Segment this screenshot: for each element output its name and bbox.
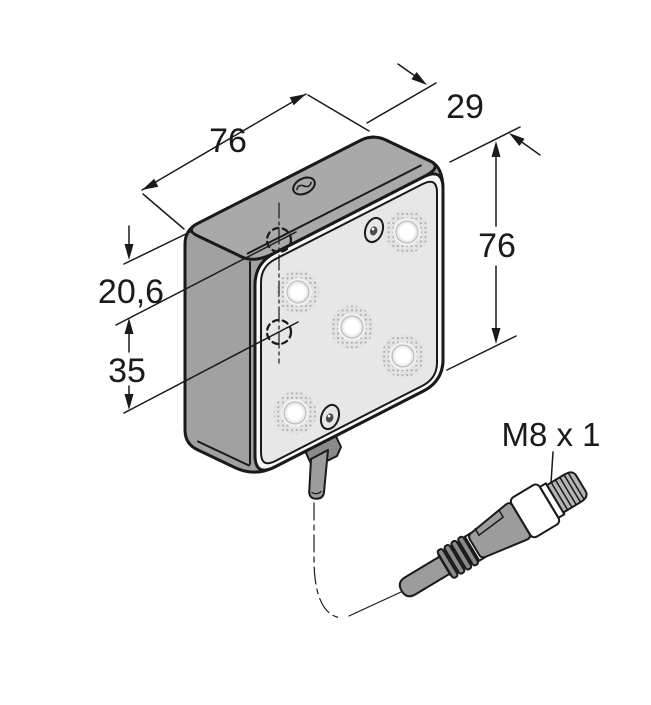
led-lens (391, 344, 415, 368)
arrowhead (142, 178, 159, 190)
connector-leader-line (550, 451, 554, 484)
led-lens (283, 401, 307, 425)
arrow-shaft (520, 140, 541, 156)
bevel-line-bottom (197, 440, 250, 467)
arrowhead (411, 72, 427, 85)
dim-hole-offset-label: 20,6 (98, 273, 164, 311)
connector-assembly (398, 471, 588, 598)
connector-thread-lines (550, 473, 585, 511)
mounting-hole-upper (265, 226, 293, 254)
dimension-width: 76 (141, 93, 370, 230)
witness-line (123, 321, 299, 414)
mounting-holes (265, 202, 293, 364)
dim-line (141, 93, 307, 191)
mounting-hole-lower (265, 318, 293, 346)
screws (292, 176, 385, 431)
dim-width-label: 76 (209, 122, 247, 160)
witness-line (115, 231, 297, 326)
cable-gland (305, 431, 342, 500)
dimension-height: 76 (446, 141, 517, 371)
dim-height-label: 76 (478, 227, 516, 265)
arrowhead (491, 141, 501, 157)
arrowhead (124, 394, 134, 410)
connector-cable (398, 554, 453, 598)
cable-axis-line (313, 502, 342, 619)
led-lens (340, 315, 364, 339)
dimension-hole-spacing: 35 (108, 318, 299, 414)
device-body (183, 135, 445, 500)
front-screw-upper (363, 216, 385, 244)
led-lens (286, 280, 310, 304)
dimension-hole-offset: 20,6 (98, 225, 297, 326)
top-screw (292, 176, 316, 196)
led-lower-right (381, 334, 425, 378)
cable-stub-tip (311, 490, 322, 495)
led-upper-left (276, 270, 320, 314)
dimension-depth: 29 (366, 63, 541, 163)
led-array (273, 210, 429, 435)
dim-hole-spacing-label: 35 (108, 352, 146, 390)
arrow-shaft (397, 63, 416, 77)
arrowhead (509, 133, 525, 146)
led-top-right (385, 210, 429, 254)
witness-line (449, 126, 521, 163)
witness-line (123, 231, 191, 265)
witness-line (142, 193, 185, 230)
arrowhead (124, 244, 134, 260)
m8-connector: M8 x 1 (398, 416, 601, 598)
boot-rib (457, 535, 480, 567)
dim-depth-label: 29 (446, 88, 484, 126)
cable-axis-solid (348, 591, 402, 617)
cable-path (313, 502, 402, 619)
connector-label: M8 x 1 (501, 416, 600, 453)
cable-stub (308, 449, 329, 500)
arrowhead (289, 94, 306, 106)
boot-rib (436, 548, 459, 579)
witness-line (446, 335, 517, 371)
witness-line (307, 94, 370, 132)
connector-clip (474, 509, 504, 536)
arrowhead (124, 318, 134, 334)
boot-rib (450, 539, 473, 571)
bevel-line-top (246, 164, 422, 255)
witness-line (366, 82, 437, 124)
led-lens (395, 220, 419, 244)
front-screw-lower (319, 403, 341, 431)
led-center (330, 305, 374, 349)
led-bottom-left (273, 391, 317, 435)
arrowhead (491, 328, 501, 344)
boot-rib (443, 543, 466, 575)
